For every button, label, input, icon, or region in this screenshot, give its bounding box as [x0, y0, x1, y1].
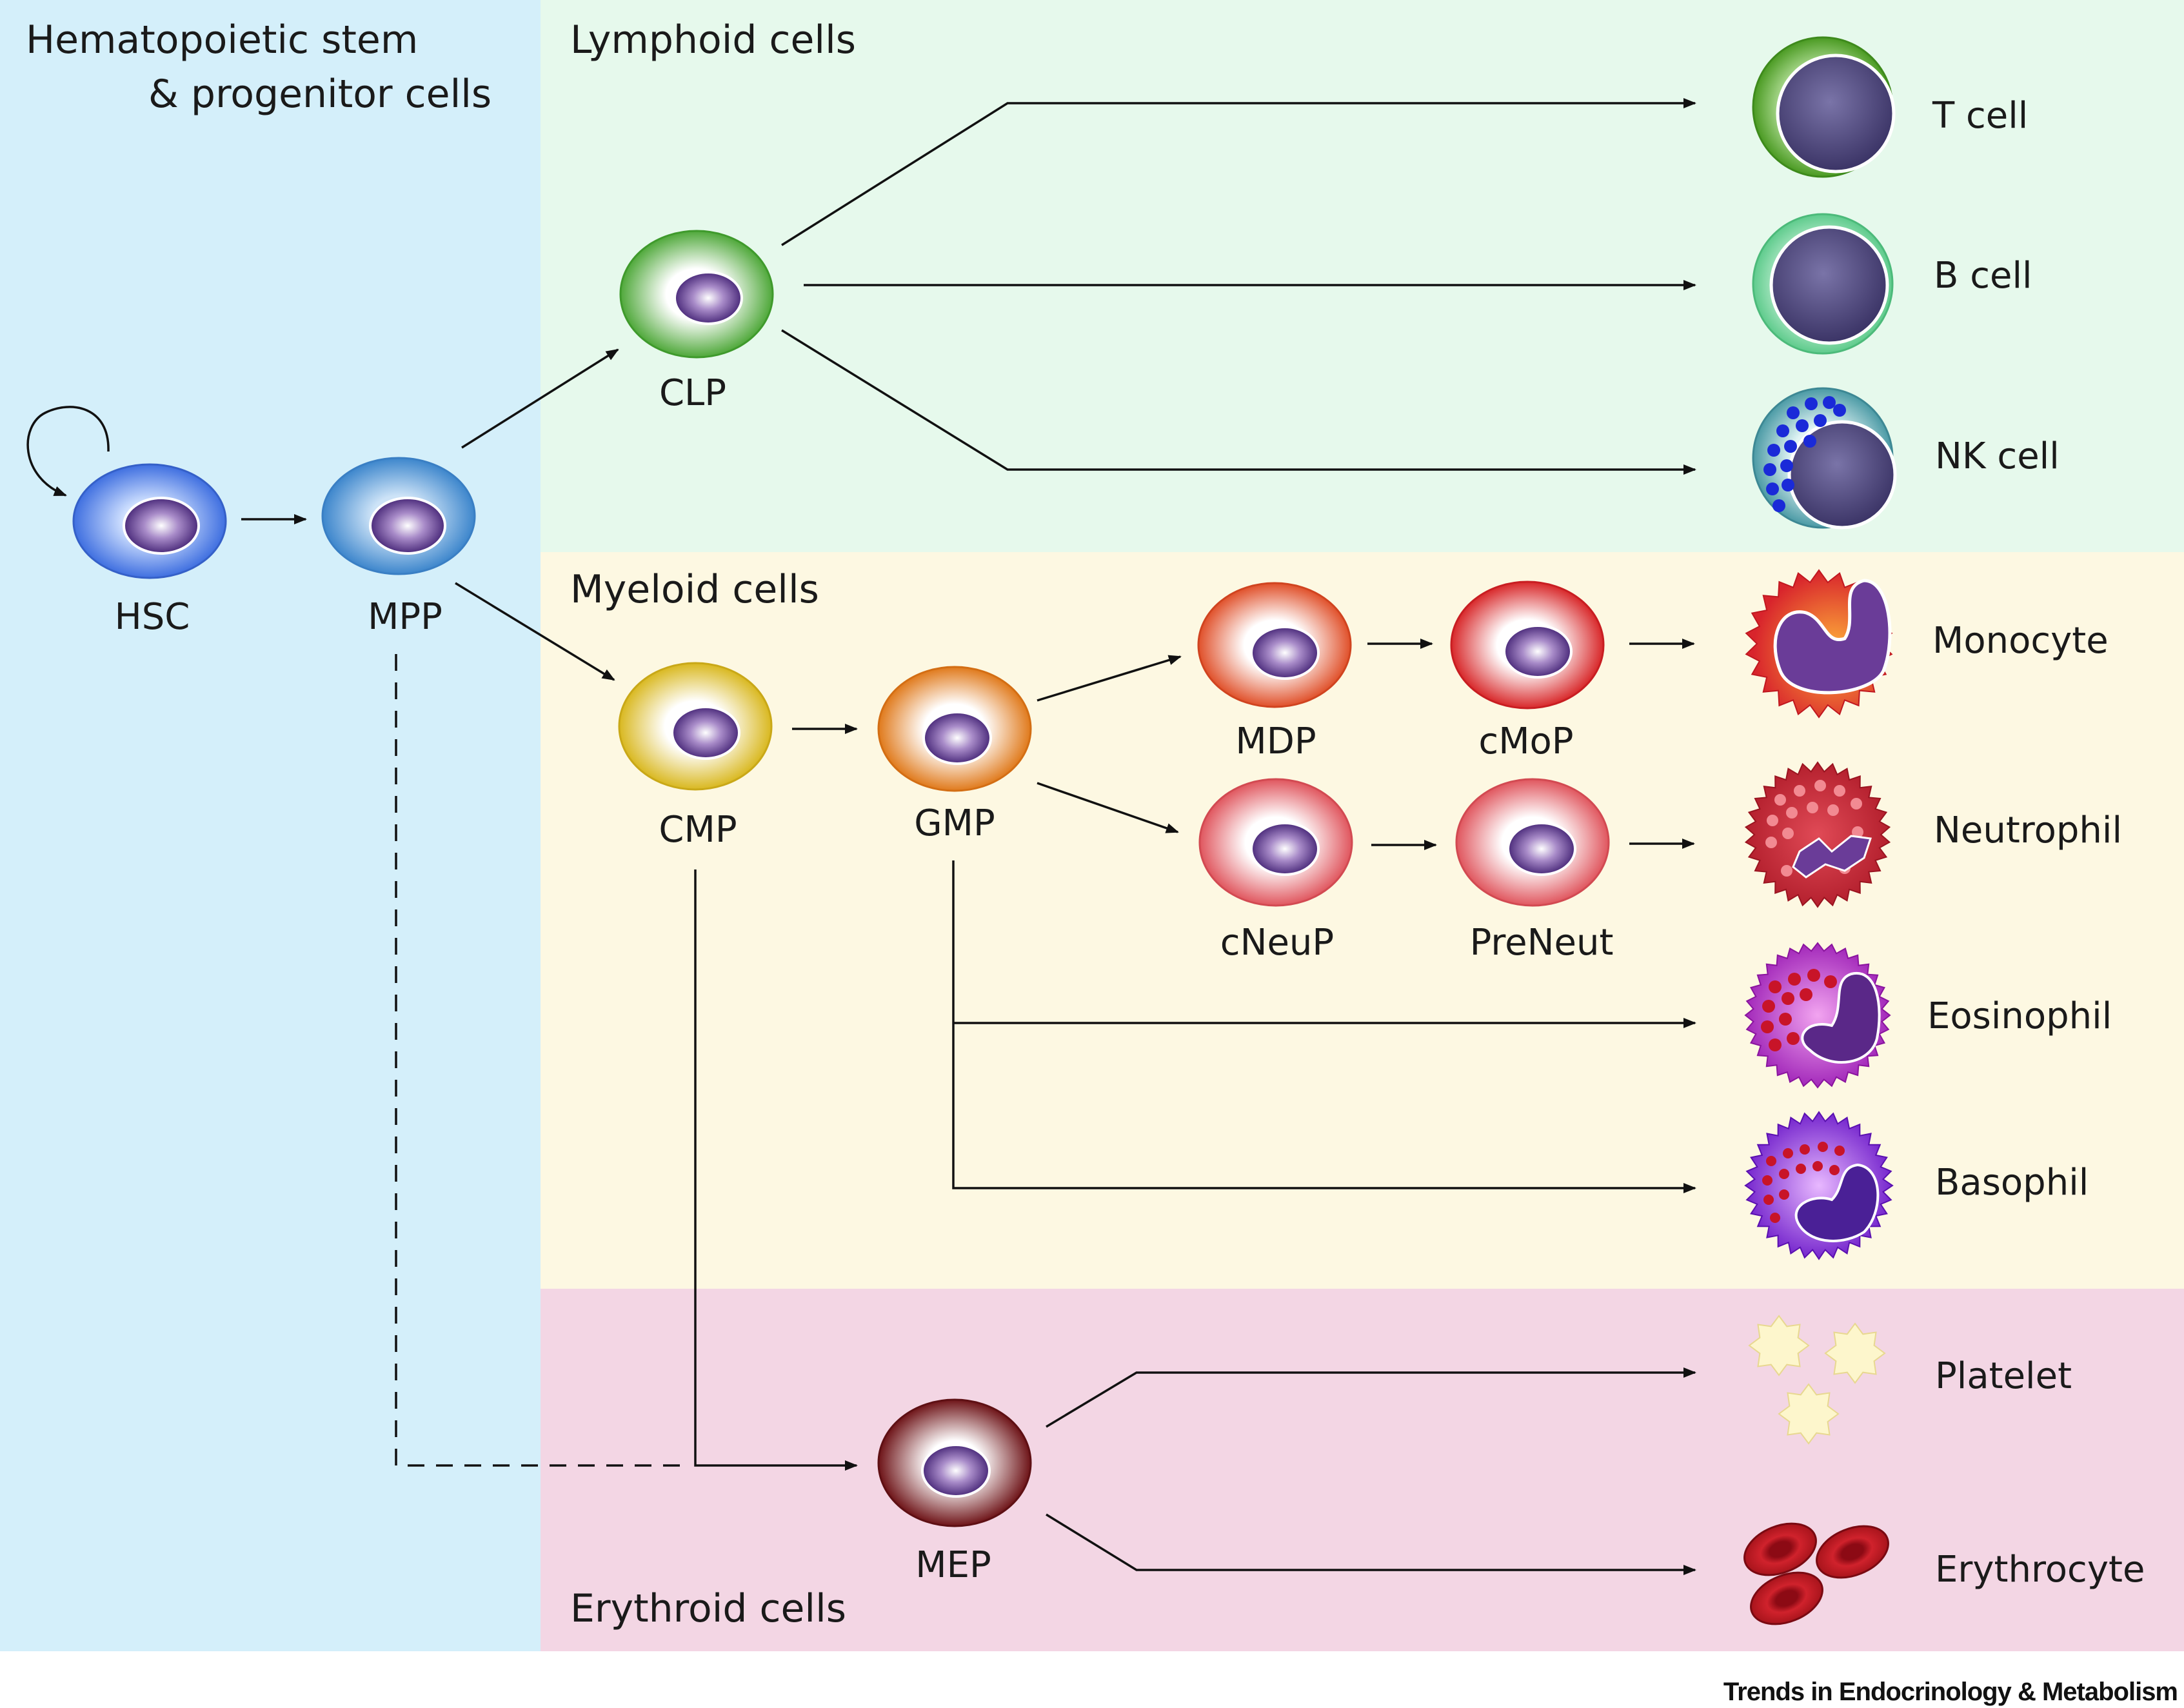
erythrocyte-cells [1743, 1522, 1889, 1625]
arrow-cmp-mep [694, 869, 858, 1471]
hsc-cell [72, 463, 227, 579]
stem-region-title: Hematopoietic stem [26, 17, 418, 63]
t-cell [1752, 36, 1896, 178]
lymphoid-region-title: Lymphoid cells [570, 17, 856, 63]
lineage-arrows [26, 98, 1696, 1575]
stem-region-title-line2: & progenitor cells [148, 72, 491, 117]
clp-cell [619, 230, 774, 359]
gmp-cell [877, 666, 1032, 792]
gmp-label: GMP [914, 802, 995, 844]
stem-region [0, 0, 541, 1651]
arrow-clp-tcell [781, 98, 1696, 246]
arrow-mep-platelet [1046, 1367, 1696, 1428]
platelet-label: Platelet [1935, 1355, 2072, 1397]
b-cell [1752, 213, 1894, 355]
mep-cell [877, 1398, 1032, 1527]
cmop-cell [1450, 581, 1605, 710]
t-cell-label: T cell [1932, 95, 2028, 137]
mdp-cell [1197, 582, 1352, 708]
basophil-cell [1744, 1111, 1894, 1260]
eosinophil-cell [1744, 942, 1891, 1089]
lymphoid-region [541, 0, 2184, 552]
mpp-label: MPP [368, 596, 442, 638]
cneup-cell [1198, 778, 1353, 907]
preneut-cell [1455, 778, 1610, 907]
erythroid-region-title: Erythroid cells [570, 1586, 846, 1631]
dashed-arrow-mpp-mep [395, 654, 690, 1467]
arrow-gmp-basophil [952, 860, 1696, 1193]
platelet-cells [1748, 1315, 1886, 1445]
mdp-label: MDP [1235, 720, 1316, 762]
neutrophil-cell [1744, 761, 1891, 908]
myeloid-region-title: Myeloid cells [570, 567, 819, 612]
basophil-label: Basophil [1935, 1162, 2089, 1204]
nk-cell [1752, 387, 1897, 530]
arrow-mpp-cmp [455, 582, 615, 681]
hsc-self-renewal-arrow [26, 406, 110, 497]
nk-cell-label: NK cell [1935, 435, 2060, 477]
erythroid-region [541, 1289, 2184, 1651]
neutrophil-label: Neutrophil [1934, 809, 2122, 851]
monocyte-label: Monocyte [1932, 620, 2109, 662]
b-cell-label: B cell [1934, 255, 2032, 297]
arrow-mep-erythrocyte [1046, 1513, 1696, 1575]
mep-label: MEP [915, 1544, 991, 1586]
cmp-label: CMP [659, 809, 737, 851]
hsc-label: HSC [115, 596, 190, 638]
preneut-label: PreNeut [1470, 922, 1614, 964]
clp-label: CLP [659, 372, 726, 414]
eosinophil-label: Eosinophil [1927, 995, 2112, 1037]
monocyte-cell [1745, 569, 1893, 719]
mpp-cell [321, 457, 476, 575]
cmp-cell [618, 662, 773, 791]
arrow-gmp-mdp [1037, 655, 1182, 702]
erythrocyte-label: Erythrocyte [1935, 1549, 2145, 1591]
cmop-label: cMoP [1478, 720, 1573, 762]
arrow-gmp-cneup [1037, 782, 1179, 833]
cneup-label: cNeuP [1220, 922, 1334, 964]
arrow-mpp-clp [461, 348, 619, 449]
arrow-clp-nkcell [781, 329, 1696, 475]
journal-credit: Trends in Endocrinology & Metabolism [1723, 1678, 2178, 1706]
myeloid-region [541, 552, 2184, 1289]
